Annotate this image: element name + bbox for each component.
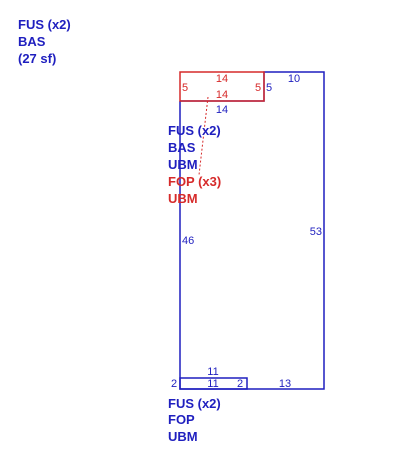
outside-label-line-2: BAS [18, 34, 46, 49]
dim-bottom-inner: 11 [207, 378, 218, 390]
outside-label-line-1: FUS (x2) [18, 17, 71, 32]
dim-main-top: 10 [288, 73, 300, 85]
main-structure-outline [179, 71, 325, 390]
dim-main-notch-top: 14 [216, 104, 228, 116]
outside-label-line-3: (27 sf) [18, 51, 56, 66]
porch-label-line-2: UBM [168, 191, 198, 206]
bottom-label-line-3: UBM [168, 429, 198, 444]
dim-main-right: 53 [310, 226, 322, 238]
dim-porch-top: 14 [216, 73, 228, 85]
main-label-line-1: FUS (x2) [168, 123, 221, 138]
dim-main-bottom: 13 [279, 378, 291, 390]
porch-label-line-1: FOP (x3) [168, 174, 221, 189]
dim-porch-inner: 14 [216, 89, 228, 101]
dim-porch-right: 5 [255, 82, 261, 94]
bottom-label-line-2: FOP [168, 412, 195, 427]
dim-porch-left: 5 [182, 82, 188, 94]
dim-main-left: 46 [182, 235, 194, 247]
dim-bottom-left: 2 [171, 378, 177, 390]
main-label-line-2: BAS [168, 140, 196, 155]
bottom-area-outline [179, 377, 248, 390]
dim-bottom-right: 2 [237, 378, 243, 390]
dim-bottom-top: 11 [207, 366, 218, 378]
porch-outline [179, 71, 265, 102]
dim-main-notch-right: 5 [266, 82, 272, 94]
main-label-line-3: UBM [168, 157, 198, 172]
bottom-label-line-1: FUS (x2) [168, 396, 221, 411]
porch-leader-line [198, 96, 209, 176]
